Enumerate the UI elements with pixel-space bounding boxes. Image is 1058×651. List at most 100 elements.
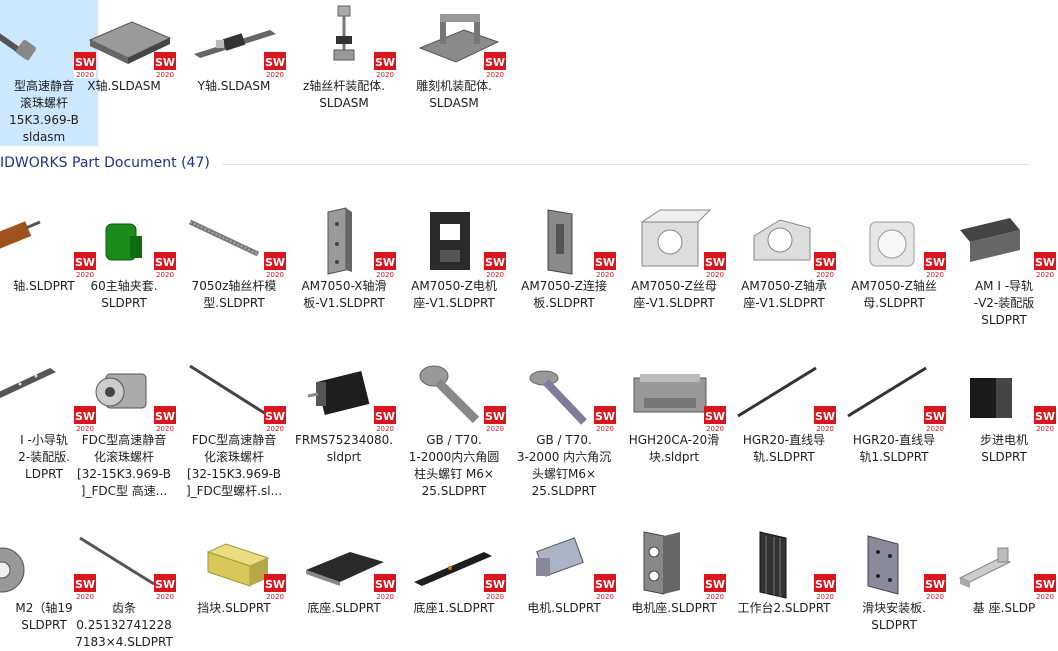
- file-name: AM I -导轨 -V2-装配版 SLDPRT: [973, 279, 1035, 327]
- svg-text:2020: 2020: [816, 271, 834, 279]
- svg-text:2020: 2020: [596, 271, 614, 279]
- svg-text:SW: SW: [925, 256, 945, 269]
- svg-text:2020: 2020: [816, 593, 834, 601]
- file-name: z轴丝杆装配体. SLDASM: [302, 79, 386, 110]
- svg-text:SW: SW: [375, 56, 395, 69]
- screw-nut-icon: [869, 221, 915, 267]
- ballscrew-icon: [0, 33, 36, 61]
- svg-text:2020: 2020: [376, 71, 394, 79]
- file-name: AM7050-Z轴承 座-V1.SLDPRT: [741, 279, 827, 310]
- z-screw-icon: [333, 5, 355, 61]
- group-header-part-documents[interactable]: IDWORKS Part Document (47): [0, 152, 1028, 176]
- file-name: 雕刻机装配体. SLDASM: [416, 79, 492, 110]
- long-screw-icon: [189, 364, 267, 416]
- svg-text:2020: 2020: [156, 271, 174, 279]
- svg-text:2020: 2020: [706, 271, 724, 279]
- ballscrew-nut-icon: [95, 373, 147, 409]
- file-name: AM7050-Z电机 座-V1.SLDPRT: [411, 279, 497, 310]
- bearing-seat-icon: [753, 219, 811, 261]
- svg-text:SW: SW: [75, 410, 95, 423]
- gear-icon: [0, 547, 25, 593]
- file-name: GB / T70. 3-2000 内六角沉 头螺钉M6× 25.SLDPRT: [516, 433, 612, 498]
- svg-text:2020: 2020: [156, 593, 174, 601]
- servo-motor-icon: [307, 370, 370, 416]
- motor-icon: [536, 537, 584, 577]
- svg-text:SW: SW: [375, 410, 395, 423]
- screw-rod-icon: [188, 219, 260, 257]
- svg-text:SW: SW: [925, 410, 945, 423]
- file-name: GB / T70. 1-2000内六角圆 柱头螺钉 M6× 25.SLDPRT: [408, 433, 500, 498]
- file-name: HGR20-直线导 轨1.SLDPRT: [852, 433, 936, 464]
- group-divider: [222, 164, 1028, 165]
- base-seat-icon: [958, 547, 1012, 588]
- svg-text:2020: 2020: [816, 425, 834, 433]
- svg-text:2020: 2020: [266, 593, 284, 601]
- svg-text:SW: SW: [75, 256, 95, 269]
- svg-text:SW: SW: [485, 578, 505, 591]
- svg-text:2020: 2020: [486, 71, 504, 79]
- group-header-text: IDWORKS Part Document (47): [0, 155, 210, 171]
- svg-text:SW: SW: [925, 578, 945, 591]
